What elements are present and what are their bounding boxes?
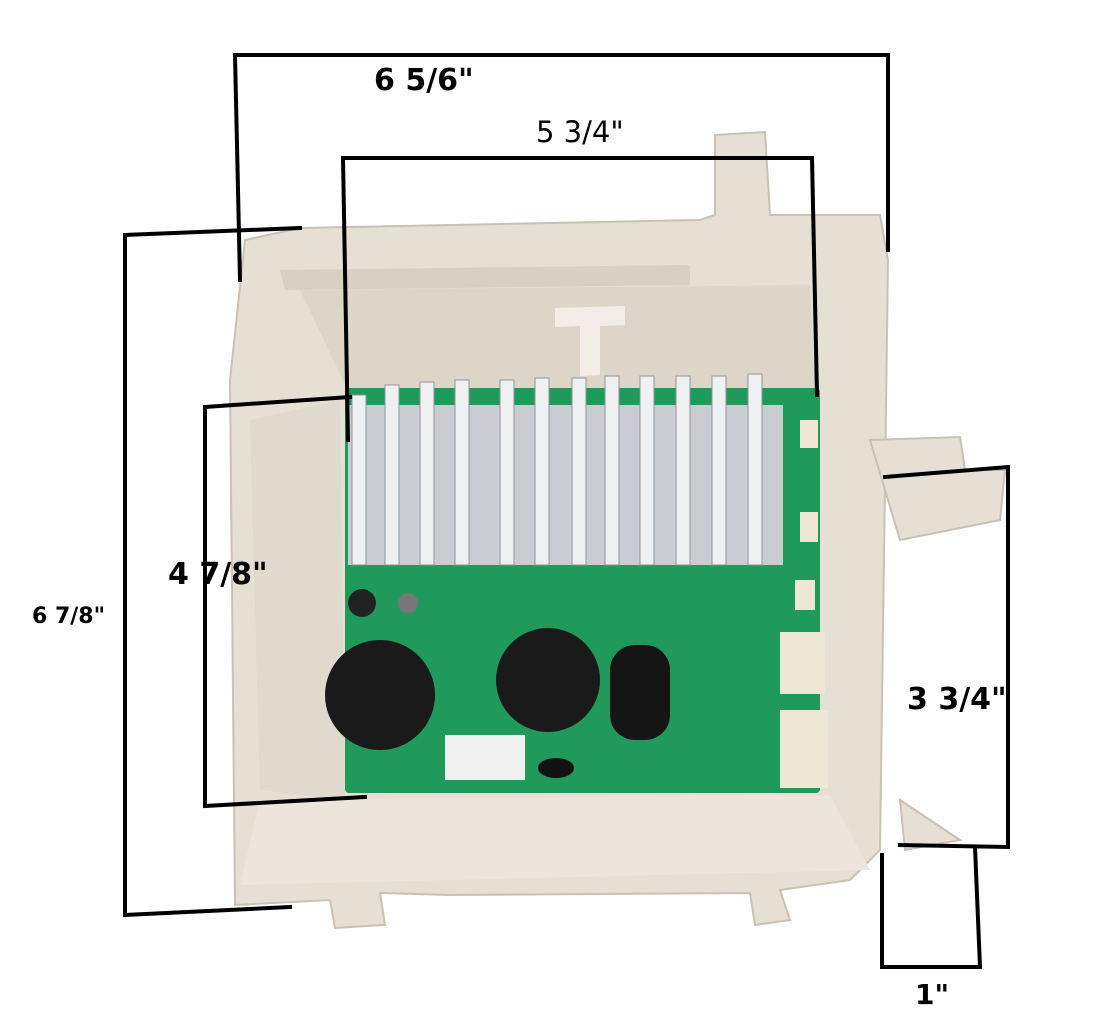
heat-sink [348, 373, 783, 566]
control-board [325, 373, 828, 793]
board-height-label: 4 7/8" [168, 557, 268, 592]
capacitors [325, 589, 670, 780]
overall-height-label: 6 7/8" [32, 604, 105, 629]
overall-width-label: 6 5/6" [374, 63, 474, 98]
side-tab-height-label: 3 3/4" [907, 682, 1007, 717]
connectors [780, 420, 828, 788]
board-width-label: 5 3/4" [536, 115, 624, 149]
dimension-lines [123, 53, 1010, 969]
side-tab-depth-label: 1" [915, 978, 949, 1011]
